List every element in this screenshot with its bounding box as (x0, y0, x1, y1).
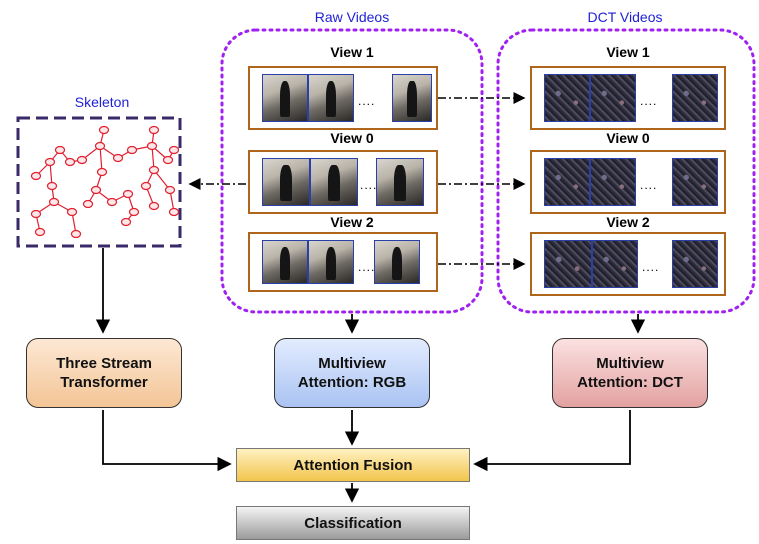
dct-view0-frame (544, 158, 590, 206)
dct-view0-frame (672, 158, 718, 206)
dct-view1-frame (544, 74, 590, 122)
dct-view0-label: View 0 (606, 130, 650, 146)
raw-view1-frame (392, 74, 432, 122)
raw-view2-frame (374, 240, 420, 284)
ellipsis: .... (360, 178, 378, 192)
dct-view2-frame (592, 240, 638, 288)
dct-view2-label: View 2 (606, 214, 650, 230)
raw-view2-label: View 2 (330, 214, 374, 230)
raw-view0-frame (310, 158, 358, 206)
raw-view1-frame (308, 74, 354, 122)
raw-view0-label: View 0 (330, 130, 374, 146)
raw-view0-frame (376, 158, 424, 206)
arrow-mvdct-to-fusion (473, 410, 631, 472)
classification-block: Classification (236, 506, 470, 540)
dct-videos-container (496, 28, 756, 314)
raw-view1-frame (262, 74, 308, 122)
dct-view2-frame (672, 240, 718, 288)
raw-view0-strip: .... (248, 150, 438, 214)
raw-view0-frame (262, 158, 310, 206)
skeleton-graph (30, 125, 180, 239)
skeleton-container (16, 116, 182, 248)
raw-videos-container (220, 28, 484, 314)
raw-view2-frame (262, 240, 308, 284)
dct-view1-label: View 1 (606, 44, 650, 60)
ellipsis: .... (640, 178, 658, 192)
raw-view1-strip: .... (248, 66, 438, 130)
dct-view0-strip: .... (530, 150, 726, 214)
multiview-attention-dct-block: Multiview Attention: DCT (552, 338, 708, 408)
dct-view1-strip: .... (530, 66, 726, 130)
dct-view2-strip: .... (530, 232, 726, 296)
attention-fusion-block: Attention Fusion (236, 448, 470, 482)
dct-view0-frame (590, 158, 636, 206)
multiview-attention-rgb-block: Multiview Attention: RGB (274, 338, 430, 408)
skeleton-title: Skeleton (74, 94, 130, 110)
ellipsis: .... (640, 94, 658, 108)
raw-videos-title: Raw Videos (314, 9, 390, 25)
ellipsis: .... (358, 260, 376, 274)
raw-view2-strip: .... (248, 232, 438, 292)
ellipsis: .... (358, 94, 376, 108)
dct-view1-frame (672, 74, 718, 122)
raw-view1-label: View 1 (330, 44, 374, 60)
arrow-transformer-to-fusion (102, 410, 232, 472)
three-stream-transformer-block: Three Stream Transformer (26, 338, 182, 408)
ellipsis: .... (642, 260, 660, 274)
dct-view1-frame (590, 74, 636, 122)
raw-view2-frame (308, 240, 354, 284)
dct-view2-frame (544, 240, 592, 288)
dct-videos-title: DCT Videos (587, 9, 663, 25)
